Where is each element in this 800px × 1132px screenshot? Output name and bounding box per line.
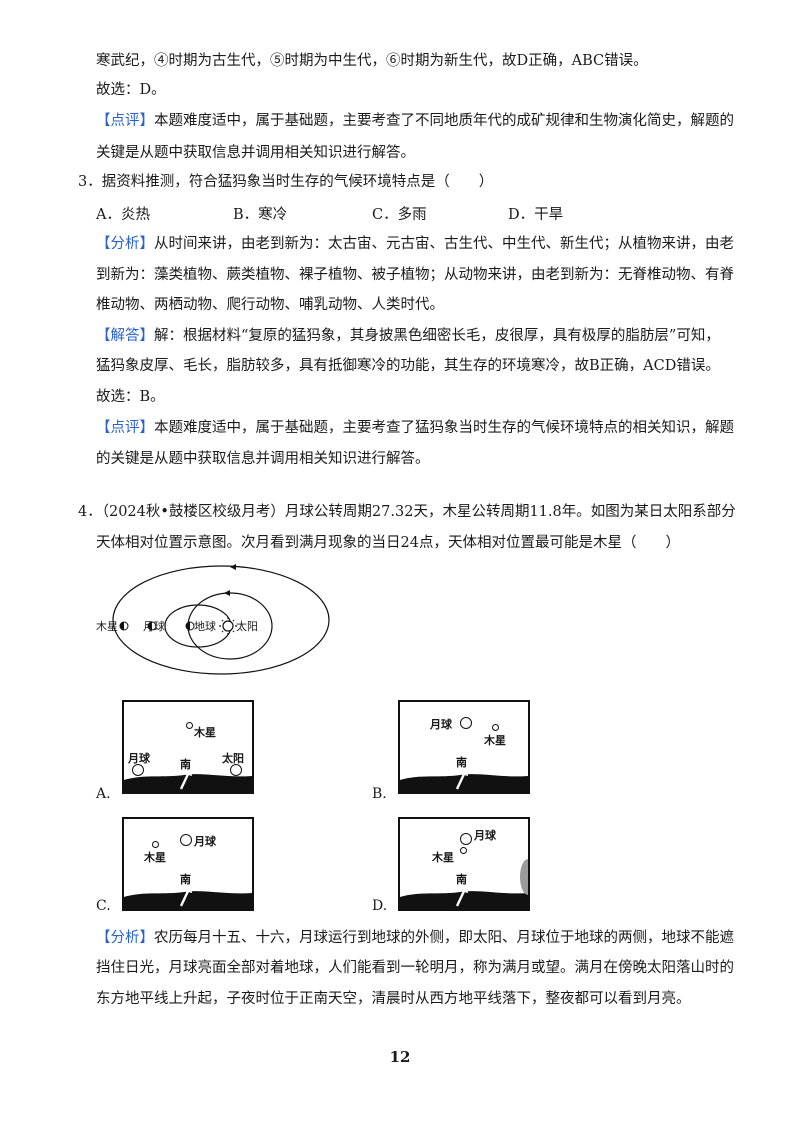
text-line: 椎动物、两栖动物、爬行动物、哺乳动物、人类时代。 — [96, 297, 444, 313]
sun-label: 太阳 — [222, 752, 244, 765]
jupiter-label: 木星 — [432, 851, 454, 864]
south-label: 南 — [180, 873, 191, 886]
moon-label: 月球 — [128, 752, 150, 765]
analysis-text: 从时间来讲，由老到新为：太古宙、元古宙、古生代、中生代、新生代；从植物来讲，由老 — [154, 236, 734, 252]
orbit-diagram: 木星 月球 地球 太阳 — [88, 560, 348, 680]
jupiter-marker — [152, 841, 159, 848]
scene-a: 木星 月球 太阳 南 — [122, 700, 254, 794]
south-arrow-icon — [455, 768, 468, 790]
text-line: 寒武纪，④时期为古生代，⑤时期为中生代，⑥时期为新生代，故D正确，ABC错误。 — [96, 53, 648, 69]
options-q3: A．炎热 B．寒冷 C．多雨 D．干旱 — [96, 203, 656, 223]
page-number: 12 — [389, 1048, 411, 1066]
moon-marker — [180, 834, 192, 846]
comment-text: 本题难度适中，属于基础题，主要考查了猛犸象当时生存的气候环境特点的相关知识，解题 — [154, 420, 734, 436]
option-b: B．寒冷 — [233, 207, 288, 223]
answer-tag: 【解答】 — [96, 328, 154, 344]
answer-text: 解：根据材料“复原的猛犸象，其身披黑色细密长毛，皮很厚，具有极厚的脂肪层”可知， — [154, 328, 720, 344]
analysis-tag: 【分析】 — [96, 930, 154, 946]
moon-marker — [132, 764, 144, 776]
analysis-text: 农历每月十五、十六，月球运行到地球的外侧，即太阳、月球位于地球的两侧，地球不能遮 — [154, 930, 734, 946]
question-4-cont: 天体相对位置示意图。次月看到满月现象的当日24点，天体相对位置最可能是木星（ ） — [96, 535, 680, 551]
text-line: 东方地平线上升起，子夜时位于正南天空，清晨时从西方地平线落下，整夜都可以看到月亮… — [96, 991, 691, 1007]
south-label: 南 — [456, 873, 467, 886]
moon-label: 月球 — [430, 718, 452, 731]
text-line: 关键是从题中获取信息并调用相关知识进行解答。 — [96, 145, 415, 161]
comment-tag: 【点评】 — [96, 420, 154, 436]
jupiter-marker — [492, 724, 499, 731]
option-d: D．干旱 — [508, 207, 564, 223]
jupiter-label: 木星 — [194, 726, 216, 739]
comment-text: 本题难度适中，属于基础题，主要考查了不同地质年代的成矿规律和生物演化简史，解题的 — [154, 113, 734, 129]
text-line: 故选：B。 — [96, 389, 165, 405]
analysis-tag: 【分析】 — [96, 236, 154, 252]
option-a-label: A. — [96, 786, 111, 802]
comment-line: 【点评】本题难度适中，属于基础题，主要考查了猛犸象当时生存的气候环境特点的相关知… — [96, 418, 734, 438]
text-line: 故选：D。 — [96, 82, 166, 98]
comment-tag: 【点评】 — [96, 113, 154, 129]
jupiter-marker — [186, 722, 193, 729]
jupiter-label: 木星 — [144, 851, 166, 864]
text-line: 的关键是从题中获取信息并调用相关知识进行解答。 — [96, 451, 430, 467]
south-label: 南 — [456, 756, 467, 769]
text-line: 到新为：藻类植物、蕨类植物、裸子植物、被子植物；从动物来讲，由老到新为：无脊椎动… — [96, 267, 734, 283]
diagram-jupiter-label: 木星 — [96, 620, 118, 633]
jupiter-marker — [460, 847, 467, 854]
scene-c: 木星 月球 南 — [122, 817, 254, 911]
diagram-earth-label: 地球 — [194, 620, 216, 633]
moon-label: 月球 — [194, 835, 216, 848]
question-3: 3．据资料推测，符合猛犸象当时生存的气候环境特点是（ ） — [78, 174, 494, 190]
analysis-line: 【分析】农历每月十五、十六，月球运行到地球的外侧，即太阳、月球位于地球的两侧，地… — [96, 928, 734, 948]
option-d-label: D. — [372, 898, 388, 914]
text-line: 挡住日光，月球亮面全部对着地球，人们能看到一轮明月，称为满月或望。满月在傍晚太阳… — [96, 960, 734, 976]
text-line: 猛犸象皮厚、毛长，脂肪较多，具有抵御寒冷的功能，其生存的环境寒冷，故B正确，AC… — [96, 358, 720, 374]
diagram-moon-label: 月球 — [143, 620, 165, 633]
moon-label: 月球 — [474, 829, 496, 842]
answer-line: 【解答】解：根据材料“复原的猛犸象，其身披黑色细密长毛，皮很厚，具有极厚的脂肪层… — [96, 326, 720, 346]
moon-marker — [460, 833, 472, 845]
scene-d: 月球 木星 南 — [398, 817, 530, 911]
horizon-ground — [124, 891, 252, 909]
horizon-ground — [400, 891, 528, 909]
south-arrow-icon — [179, 885, 192, 907]
option-c: C．多雨 — [372, 207, 427, 223]
south-label: 南 — [180, 758, 191, 771]
horizon-ground — [124, 774, 252, 792]
page-curl-shadow — [520, 859, 528, 895]
south-arrow-icon — [179, 768, 192, 790]
comment-line: 【点评】本题难度适中，属于基础题，主要考查了不同地质年代的成矿规律和生物演化简史… — [96, 111, 734, 131]
analysis-line: 【分析】从时间来讲，由老到新为：太古宙、元古宙、古生代、中生代、新生代；从植物来… — [96, 234, 734, 254]
orbit-svg — [112, 564, 330, 675]
jupiter-label: 木星 — [484, 734, 506, 747]
south-arrow-icon — [455, 885, 468, 907]
moon-marker — [460, 717, 472, 729]
scene-b: 月球 木星 南 — [398, 700, 530, 794]
option-a: A．炎热 — [96, 207, 150, 223]
diagram-sun-label: 太阳 — [236, 620, 258, 633]
question-4: 4．（2024秋•鼓楼区校级月考）月球公转周期27.32天，木星公转周期11.8… — [78, 504, 736, 520]
option-b-label: B. — [372, 786, 387, 802]
option-c-label: C. — [96, 898, 111, 914]
sun-marker — [230, 764, 242, 776]
horizon-ground — [400, 774, 528, 792]
